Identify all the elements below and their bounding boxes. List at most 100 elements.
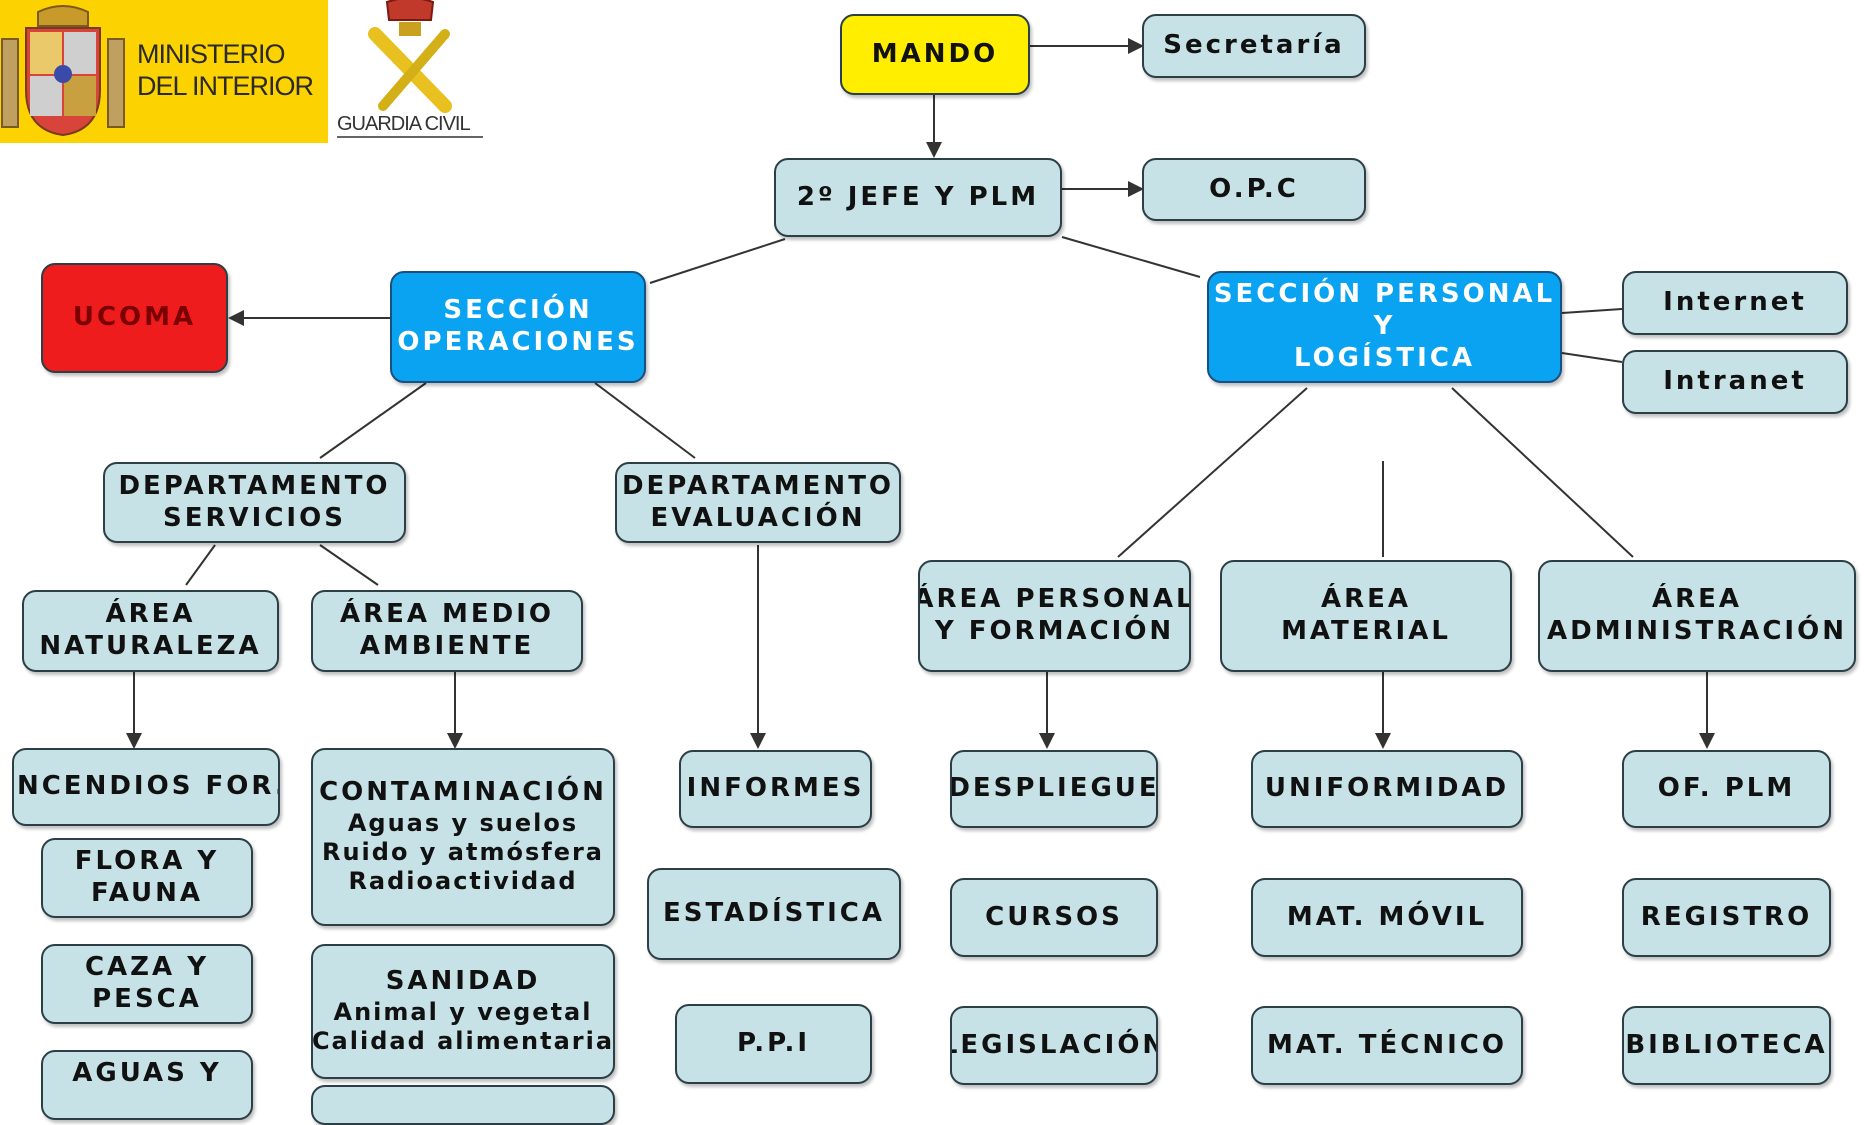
node-biblioteca-label: BIBLIOTECA <box>1625 1029 1828 1060</box>
node-cursos[interactable]: CURSOS <box>950 878 1158 957</box>
node-area-personal-line-1: ÁREA PERSONAL <box>918 584 1191 615</box>
node-intranet-label: Intranet <box>1663 366 1807 397</box>
node-internet-label: Internet <box>1663 287 1807 318</box>
node-of-plm-label: OF. PLM <box>1657 773 1796 804</box>
node-mat-movil-label: MAT. MÓVIL <box>1286 901 1488 932</box>
node-caza-pesca[interactable]: CAZA Y PESCA <box>41 944 253 1024</box>
connector-lines <box>126 38 1715 749</box>
jefe-to-personal-line <box>1061 236 1201 278</box>
node-dep-servicios[interactable]: DEPARTAMENTO SERVICIOS <box>103 462 406 543</box>
ministerio-line-2: DEL INTERIOR <box>137 71 314 102</box>
operaciones-to-servicios-line <box>319 382 427 459</box>
node-opc[interactable]: O.P.C <box>1142 158 1366 221</box>
node-cursos-label: CURSOS <box>985 901 1123 932</box>
node-area-material[interactable]: ÁREA MATERIAL <box>1220 560 1512 672</box>
node-medio-ambiente-extra[interactable] <box>311 1085 615 1125</box>
node-seccion-operaciones-line-2: OPERACIONES <box>397 327 639 357</box>
operaciones-to-evaluacion-line <box>594 382 696 459</box>
node-seccion-personal-line-2: Y <box>1373 311 1396 342</box>
node-seccion-operaciones[interactable]: SECCIÓN OPERACIONES <box>390 271 646 383</box>
node-caza-pesca-line-2: PESCA <box>92 984 202 1014</box>
node-contaminacion-title: CONTAMINACIÓN <box>319 777 607 808</box>
node-aguas[interactable]: AGUAS Y <box>41 1050 253 1120</box>
node-secretaria-label: Secretaría <box>1163 30 1345 61</box>
node-area-material-line-1: ÁREA <box>1320 584 1412 615</box>
node-registro[interactable]: REGISTRO <box>1622 878 1831 957</box>
guardia-civil-emblem-icon <box>368 0 452 113</box>
ministerio-line-1: MINISTERIO <box>137 39 286 69</box>
node-opc-label: O.P.C <box>1209 173 1299 204</box>
node-intranet[interactable]: Intranet <box>1622 350 1848 414</box>
ministerio-text: MINISTERIO DEL INTERIOR <box>137 38 327 103</box>
guardia-civil-text: GUARDIA CIVIL <box>337 113 483 138</box>
node-contaminacion-item-3: Radioactividad <box>348 867 578 896</box>
node-flora-fauna[interactable]: FLORA Y FAUNA <box>41 838 253 918</box>
node-sanidad-title: SANIDAD <box>385 966 541 997</box>
node-ucoma[interactable]: UCOMA <box>41 263 228 373</box>
node-informes-label: INFORMES <box>686 773 865 804</box>
node-informes[interactable]: INFORMES <box>679 750 872 828</box>
node-sanidad[interactable]: SANIDAD Animal y vegetal Calidad aliment… <box>311 944 615 1079</box>
node-contaminacion[interactable]: CONTAMINACIÓN Aguas y suelos Ruido y atm… <box>311 748 615 926</box>
node-area-personal-line-2: Y FORMACIÓN <box>934 616 1175 646</box>
node-secretaria[interactable]: Secretaría <box>1142 14 1366 78</box>
node-incendios[interactable]: INCENDIOS FOR. <box>12 748 280 826</box>
node-biblioteca[interactable]: BIBLIOTECA <box>1622 1006 1831 1085</box>
node-segundo-jefe-label: 2º JEFE Y PLM <box>796 181 1040 212</box>
node-sanidad-item-1: Animal y vegetal <box>333 998 593 1027</box>
node-dep-evaluacion-line-1: DEPARTAMENTO <box>621 470 895 501</box>
node-contaminacion-item-1: Aguas y suelos <box>347 808 579 837</box>
node-flora-fauna-line-2: FAUNA <box>90 878 204 908</box>
node-uniformidad-label: UNIFORMIDAD <box>1264 773 1510 804</box>
node-seccion-operaciones-line-1: SECCIÓN <box>443 295 593 326</box>
node-internet[interactable]: Internet <box>1622 271 1848 335</box>
node-despliegue-label: DESPLIEGUE <box>950 773 1158 804</box>
node-dep-evaluacion-line-2: EVALUACIÓN <box>650 502 866 533</box>
node-area-administracion[interactable]: ÁREA ADMINISTRACIÓN <box>1538 560 1856 672</box>
node-seccion-personal-line-1: SECCIÓN PERSONAL <box>1213 279 1556 310</box>
node-ppi-label: P.P.I <box>737 1028 810 1059</box>
node-area-personal[interactable]: ÁREA PERSONAL Y FORMACIÓN <box>918 560 1191 672</box>
node-ppi[interactable]: P.P.I <box>675 1004 872 1084</box>
node-dep-evaluacion[interactable]: DEPARTAMENTO EVALUACIÓN <box>615 462 901 543</box>
node-area-medio-ambiente-line-1: ÁREA MEDIO <box>339 599 555 630</box>
node-contaminacion-item-2: Ruido y atmósfera <box>321 838 604 867</box>
node-area-medio-ambiente-line-2: AMBIENTE <box>359 631 535 661</box>
node-dep-servicios-line-1: DEPARTAMENTO <box>118 470 391 501</box>
node-sanidad-item-2: Calidad alimentaria <box>311 1027 615 1056</box>
node-despliegue[interactable]: DESPLIEGUE <box>950 750 1158 828</box>
node-registro-label: REGISTRO <box>1640 901 1813 932</box>
node-mando-label: MANDO <box>871 38 999 69</box>
jefe-to-operaciones-line <box>649 238 786 284</box>
node-legislacion[interactable]: LEGISLACIÓN <box>950 1006 1158 1085</box>
node-legislacion-label: LEGISLACIÓN <box>950 1029 1158 1060</box>
node-uniformidad[interactable]: UNIFORMIDAD <box>1251 750 1523 828</box>
node-ucoma-label: UCOMA <box>72 302 197 333</box>
node-estadistica-label: ESTADÍSTICA <box>663 898 885 929</box>
node-area-medio-ambiente[interactable]: ÁREA MEDIO AMBIENTE <box>311 590 583 672</box>
ministerio-logo: MINISTERIO DEL INTERIOR <box>0 0 328 143</box>
node-seccion-personal-line-3: LOGÍSTICA <box>1293 342 1476 373</box>
node-area-naturaleza[interactable]: ÁREA NATURALEZA <box>22 590 279 672</box>
node-area-administracion-line-1: ÁREA <box>1651 584 1743 615</box>
node-mat-movil[interactable]: MAT. MÓVIL <box>1251 878 1523 957</box>
node-estadistica[interactable]: ESTADÍSTICA <box>647 868 901 960</box>
node-area-administracion-line-2: ADMINISTRACIÓN <box>1547 616 1847 646</box>
node-segundo-jefe[interactable]: 2º JEFE Y PLM <box>774 158 1062 237</box>
node-of-plm[interactable]: OF. PLM <box>1622 750 1831 828</box>
personal-to-area-personal-line <box>1117 387 1308 558</box>
node-aguas-label: AGUAS Y <box>72 1058 222 1088</box>
personal-to-area-administracion-line <box>1451 387 1634 558</box>
node-flora-fauna-line-1: FLORA Y <box>74 846 220 877</box>
node-mat-tecnico-label: MAT. TÉCNICO <box>1267 1029 1507 1060</box>
node-mat-tecnico[interactable]: MAT. TÉCNICO <box>1251 1006 1523 1085</box>
node-mando[interactable]: MANDO <box>840 14 1030 95</box>
coat-of-arms-icon <box>1 5 125 137</box>
node-incendios-label: INCENDIOS FOR. <box>12 771 280 802</box>
node-area-material-line-2: MATERIAL <box>1281 616 1451 646</box>
personal-to-intranet-line <box>1561 352 1623 363</box>
node-area-naturaleza-line-1: ÁREA <box>105 599 196 630</box>
node-seccion-personal[interactable]: SECCIÓN PERSONAL Y LOGÍSTICA <box>1207 271 1562 383</box>
node-caza-pesca-line-1: CAZA Y <box>84 952 210 983</box>
